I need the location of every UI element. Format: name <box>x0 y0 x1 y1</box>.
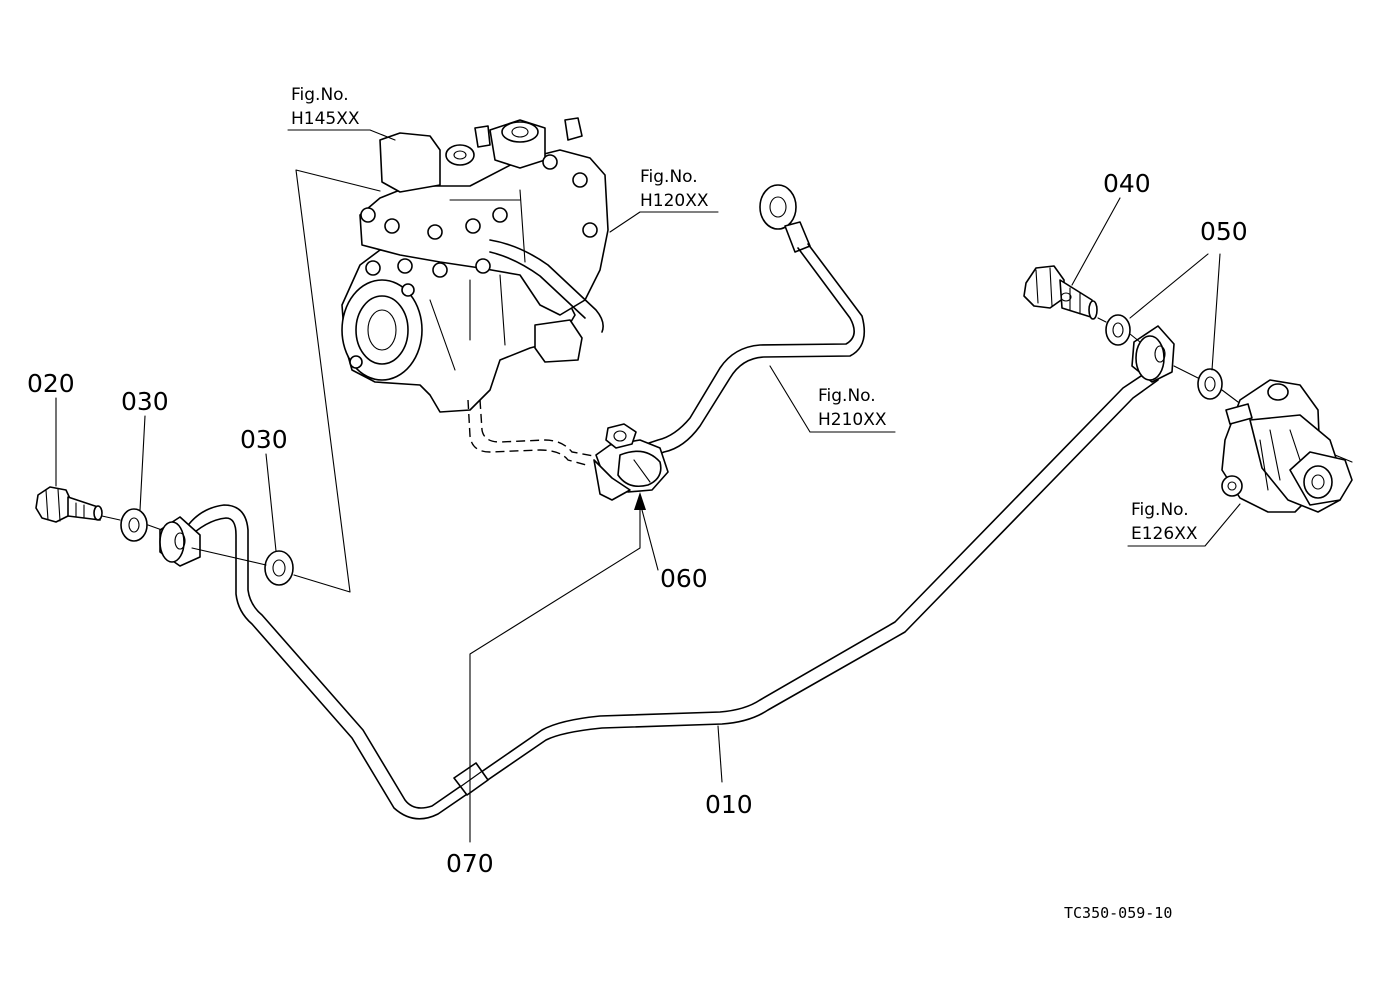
assembly-lines-right <box>1097 253 1239 403</box>
label-part-050: 050 <box>1200 217 1248 246</box>
ref-h145-line1: Fig.No. <box>291 85 349 105</box>
ref-h120-line2: H120XX <box>640 191 709 211</box>
label-part-030-right: 030 <box>240 425 288 454</box>
label-part-020: 020 <box>27 369 75 398</box>
phantom-pipe <box>467 399 591 467</box>
ref-e126-line2: E126XX <box>1131 524 1198 544</box>
label-part-030-left: 030 <box>121 387 169 416</box>
label-part-010: 010 <box>705 790 753 819</box>
ref-h120-line1: Fig.No. <box>640 167 698 187</box>
clamp-070 <box>453 762 489 796</box>
label-part-040: 040 <box>1103 169 1151 198</box>
part-leaders <box>55 197 1121 783</box>
pipe-h210 <box>639 184 866 459</box>
leader-070 <box>469 509 641 843</box>
drawing-code: TC350-059-10 <box>1064 904 1172 922</box>
clamp-060 <box>593 423 669 571</box>
leader-h145 <box>287 129 396 141</box>
ref-h145-line2: H145XX <box>291 109 360 129</box>
leader-h120 <box>609 211 719 233</box>
label-part-060: 060 <box>660 564 708 593</box>
banjo-bolt-020 <box>35 486 103 523</box>
washer-050-left <box>1105 314 1131 346</box>
leader-h210 <box>769 365 896 433</box>
ref-h210-line1: Fig.No. <box>818 386 876 406</box>
hydraulic-pump <box>341 117 609 413</box>
assembly-lines-left <box>101 169 381 593</box>
label-part-070: 070 <box>446 849 494 878</box>
washer-030-left <box>120 508 148 542</box>
washer-030-right <box>264 550 294 586</box>
arrow-up-icon <box>634 492 646 510</box>
ref-h210-line2: H210XX <box>818 410 887 430</box>
ref-e126-line1: Fig.No. <box>1131 500 1189 520</box>
banjo-fitting-left <box>159 516 201 567</box>
banjo-bolt-040 <box>1023 265 1098 320</box>
component-e126 <box>1221 379 1353 513</box>
banjo-fitting-right <box>1131 325 1175 383</box>
pipe-010 <box>185 369 1159 820</box>
leader-e126 <box>1127 503 1241 547</box>
washer-050-right <box>1197 368 1223 400</box>
